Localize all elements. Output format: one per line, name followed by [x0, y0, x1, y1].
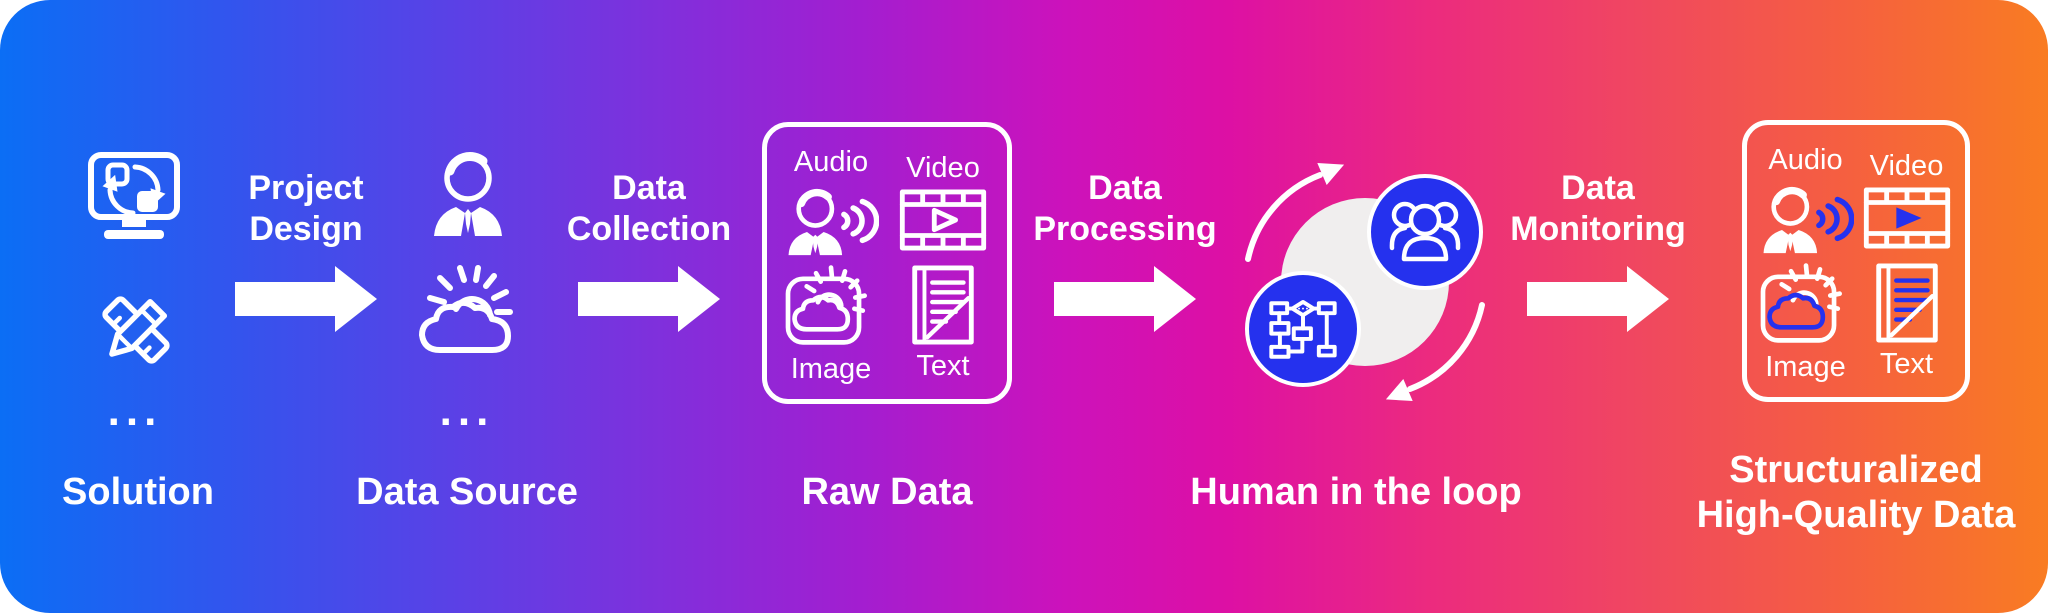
- raw-video-cell: Video: [887, 141, 999, 262]
- image-label: Image: [1765, 351, 1846, 383]
- text-label: Text: [1879, 348, 1934, 380]
- structuralized-video-cell: Video: [1856, 139, 1957, 260]
- stage-label-structuralized: Structuralized High-Quality Data: [1696, 449, 2016, 536]
- right-arrow-icon: [1527, 266, 1669, 332]
- right-arrow-icon: [1054, 266, 1196, 332]
- video-filmstrip-icon: [899, 189, 987, 251]
- raw-data-box: Audio Video: [762, 122, 1012, 404]
- raw-text-cell: Text: [887, 262, 999, 385]
- image-cloud-sun-icon: [785, 265, 867, 345]
- solution-ellipsis: ...: [107, 386, 163, 435]
- text-document-icon: [1875, 263, 1938, 343]
- structuralized-text-cell: Text: [1856, 260, 1957, 383]
- raw-image-cell: Image: [775, 262, 887, 385]
- flowchart-icon: [1269, 299, 1337, 359]
- audio-speaker-person-icon: [1763, 186, 1854, 254]
- text-label: Text: [916, 350, 970, 382]
- audio-speaker-person-icon: [788, 188, 879, 256]
- people-group-icon: [1389, 201, 1461, 262]
- stage-label-raw-data: Raw Data: [801, 471, 973, 513]
- flowchart-badge: [1245, 271, 1361, 387]
- ruler-pencil-icon: [102, 296, 170, 364]
- right-arrow-icon: [235, 266, 377, 332]
- people-badge: [1367, 174, 1483, 290]
- structuralized-audio-cell: Audio: [1755, 139, 1856, 260]
- stage-label-data-source: Data Source: [356, 471, 578, 513]
- audio-label: Audio: [793, 146, 869, 178]
- cloud-sun-icon: [419, 265, 513, 353]
- structuralized-data-box: Audio Video: [1742, 120, 1970, 402]
- image-cloud-sun-icon: [1760, 263, 1842, 343]
- stage-label-human-in-the-loop: Human in the loop: [1190, 471, 1522, 513]
- video-filmstrip-icon: [1863, 187, 1950, 249]
- human-in-the-loop-graphic: [1245, 162, 1485, 402]
- structuralized-image-cell: Image: [1755, 260, 1856, 383]
- data-source-ellipsis: ...: [439, 386, 495, 435]
- audio-label: Audio: [1768, 144, 1843, 176]
- raw-audio-cell: Audio: [775, 141, 887, 262]
- monitor-sync-icon: [88, 152, 180, 239]
- video-label: Video: [1869, 150, 1944, 182]
- video-label: Video: [906, 152, 980, 184]
- stage-label-solution: Solution: [62, 471, 214, 513]
- cycle-arrows-icon: [1245, 162, 1485, 402]
- image-label: Image: [790, 353, 872, 385]
- right-arrow-icon: [578, 266, 720, 332]
- text-document-icon: [912, 265, 974, 345]
- person-icon: [434, 151, 502, 236]
